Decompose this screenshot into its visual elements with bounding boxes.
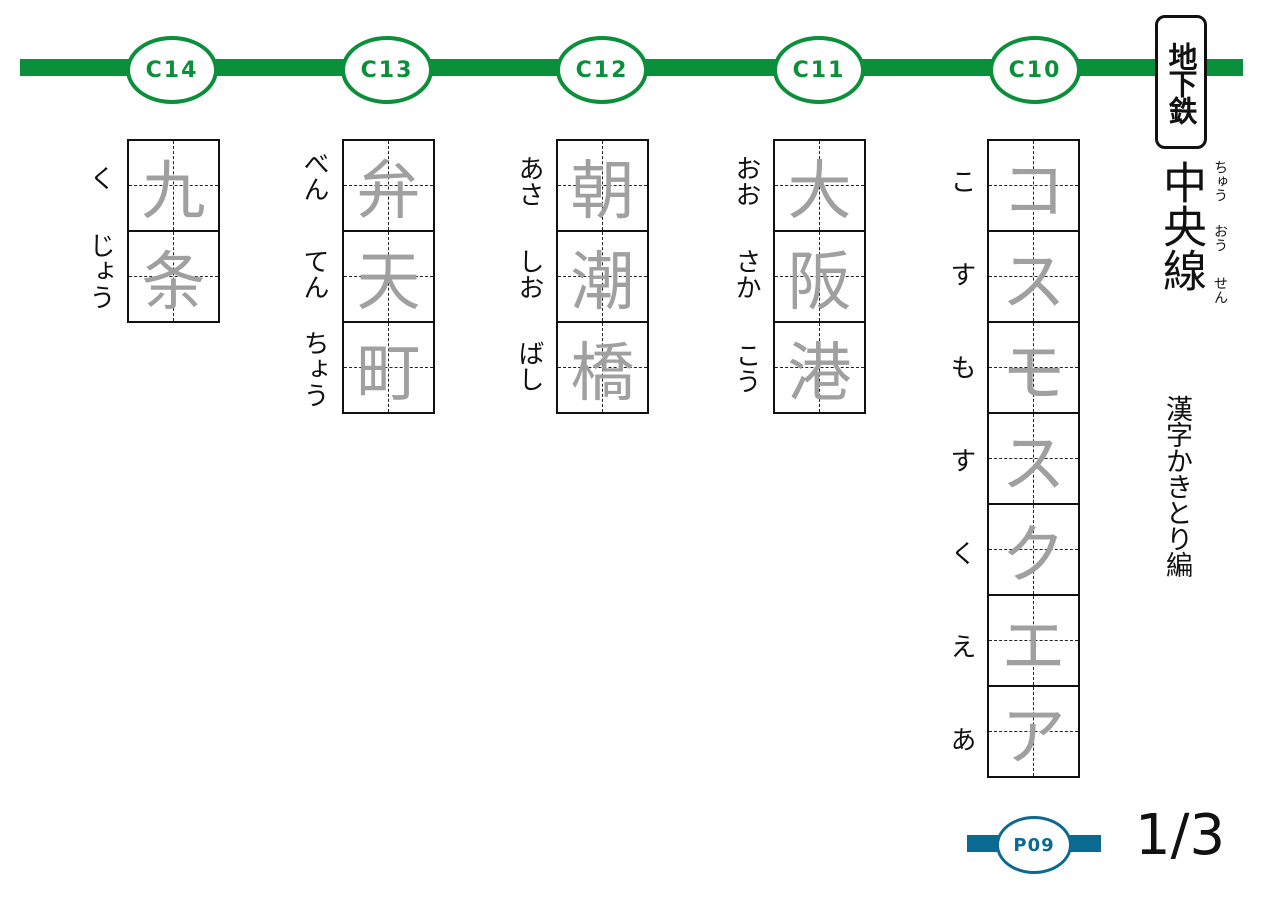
trace-glyph: 天 [356, 245, 421, 320]
reading-c13-2: てん [299, 248, 329, 300]
writing-cell[interactable]: ク [987, 503, 1080, 596]
writing-cell[interactable]: 大 [773, 139, 866, 232]
line-name-reading-3: せん [1212, 276, 1228, 304]
writing-cell[interactable]: モ [987, 321, 1080, 414]
line-name-reading-2: おう [1212, 224, 1228, 252]
writing-cell[interactable]: 阪 [773, 230, 866, 323]
trace-glyph: コ [1001, 154, 1066, 229]
reading-c10-6: え [946, 633, 976, 659]
trace-glyph: モ [1001, 336, 1066, 411]
station-badge-c13: C13 [341, 36, 433, 104]
station-badge-c11: C11 [773, 36, 865, 104]
station-badge-c12: C12 [556, 36, 648, 104]
reading-c10-1: こ [946, 168, 976, 194]
reading-c12-3: ばし [514, 340, 544, 392]
trace-glyph: ス [1001, 245, 1066, 320]
reading-c11-1: おお [731, 155, 761, 207]
trace-glyph: 九 [141, 154, 206, 229]
trace-glyph: 町 [356, 336, 421, 411]
subway-badge: 地下鉄 [1155, 15, 1207, 149]
reading-c12-2: しお [514, 248, 544, 300]
trace-glyph: 橋 [570, 336, 635, 411]
reading-c10-7: あ [946, 726, 976, 752]
trace-glyph: 朝 [570, 154, 635, 229]
trace-glyph: 港 [787, 336, 852, 411]
writing-cell[interactable]: 弁 [342, 139, 435, 232]
reading-c14-2: じょう [85, 232, 115, 310]
line-name: 中央線 [1155, 160, 1206, 292]
writing-cell[interactable]: 九 [127, 139, 220, 232]
reading-c14-1: く [85, 165, 115, 191]
line-name-reading-1: ちゅう [1212, 160, 1228, 202]
page-badge: P09 [996, 816, 1072, 874]
kanji-column-c10: コ ス モ ス ク エ ア [987, 139, 1080, 778]
writing-cell[interactable]: 条 [127, 230, 220, 323]
trace-glyph: 阪 [787, 245, 852, 320]
reading-c10-2: す [946, 261, 976, 287]
writing-cell[interactable]: 天 [342, 230, 435, 323]
reading-c13-1: べん [299, 150, 329, 202]
kanji-column-c13: 弁 天 町 [342, 139, 435, 414]
station-badge-c14: C14 [126, 36, 218, 104]
writing-cell[interactable]: 港 [773, 321, 866, 414]
writing-cell[interactable]: ス [987, 230, 1080, 323]
reading-c13-3: ちょう [299, 330, 329, 408]
trace-glyph: 大 [787, 154, 852, 229]
reading-c10-5: く [946, 540, 976, 566]
trace-glyph: ク [1001, 518, 1066, 593]
writing-cell[interactable]: 朝 [556, 139, 649, 232]
reading-c11-2: さか [731, 248, 761, 300]
trace-glyph: 弁 [356, 154, 421, 229]
writing-cell[interactable]: ア [987, 685, 1080, 778]
writing-cell[interactable]: 橋 [556, 321, 649, 414]
reading-c12-1: あさ [514, 155, 544, 207]
trace-glyph: エ [1001, 609, 1066, 684]
reading-c10-4: す [946, 447, 976, 473]
worksheet-subtitle: 漢字かきとり編 [1161, 395, 1192, 577]
writing-cell[interactable]: 潮 [556, 230, 649, 323]
kanji-column-c11: 大 阪 港 [773, 139, 866, 414]
trace-glyph: 条 [141, 245, 206, 320]
trace-glyph: ス [1001, 427, 1066, 502]
reading-c11-3: こう [731, 342, 761, 394]
station-badge-c10: C10 [989, 36, 1081, 104]
reading-c10-3: も [946, 354, 976, 380]
trace-glyph: 潮 [570, 245, 635, 320]
writing-cell[interactable]: 町 [342, 321, 435, 414]
kanji-column-c12: 朝 潮 橋 [556, 139, 649, 414]
page-number: 1/3 [1135, 803, 1226, 868]
writing-cell[interactable]: エ [987, 594, 1080, 687]
kanji-column-c14: 九 条 [127, 139, 220, 323]
writing-cell[interactable]: ス [987, 412, 1080, 505]
trace-glyph: ア [1001, 700, 1066, 775]
writing-cell[interactable]: コ [987, 139, 1080, 232]
